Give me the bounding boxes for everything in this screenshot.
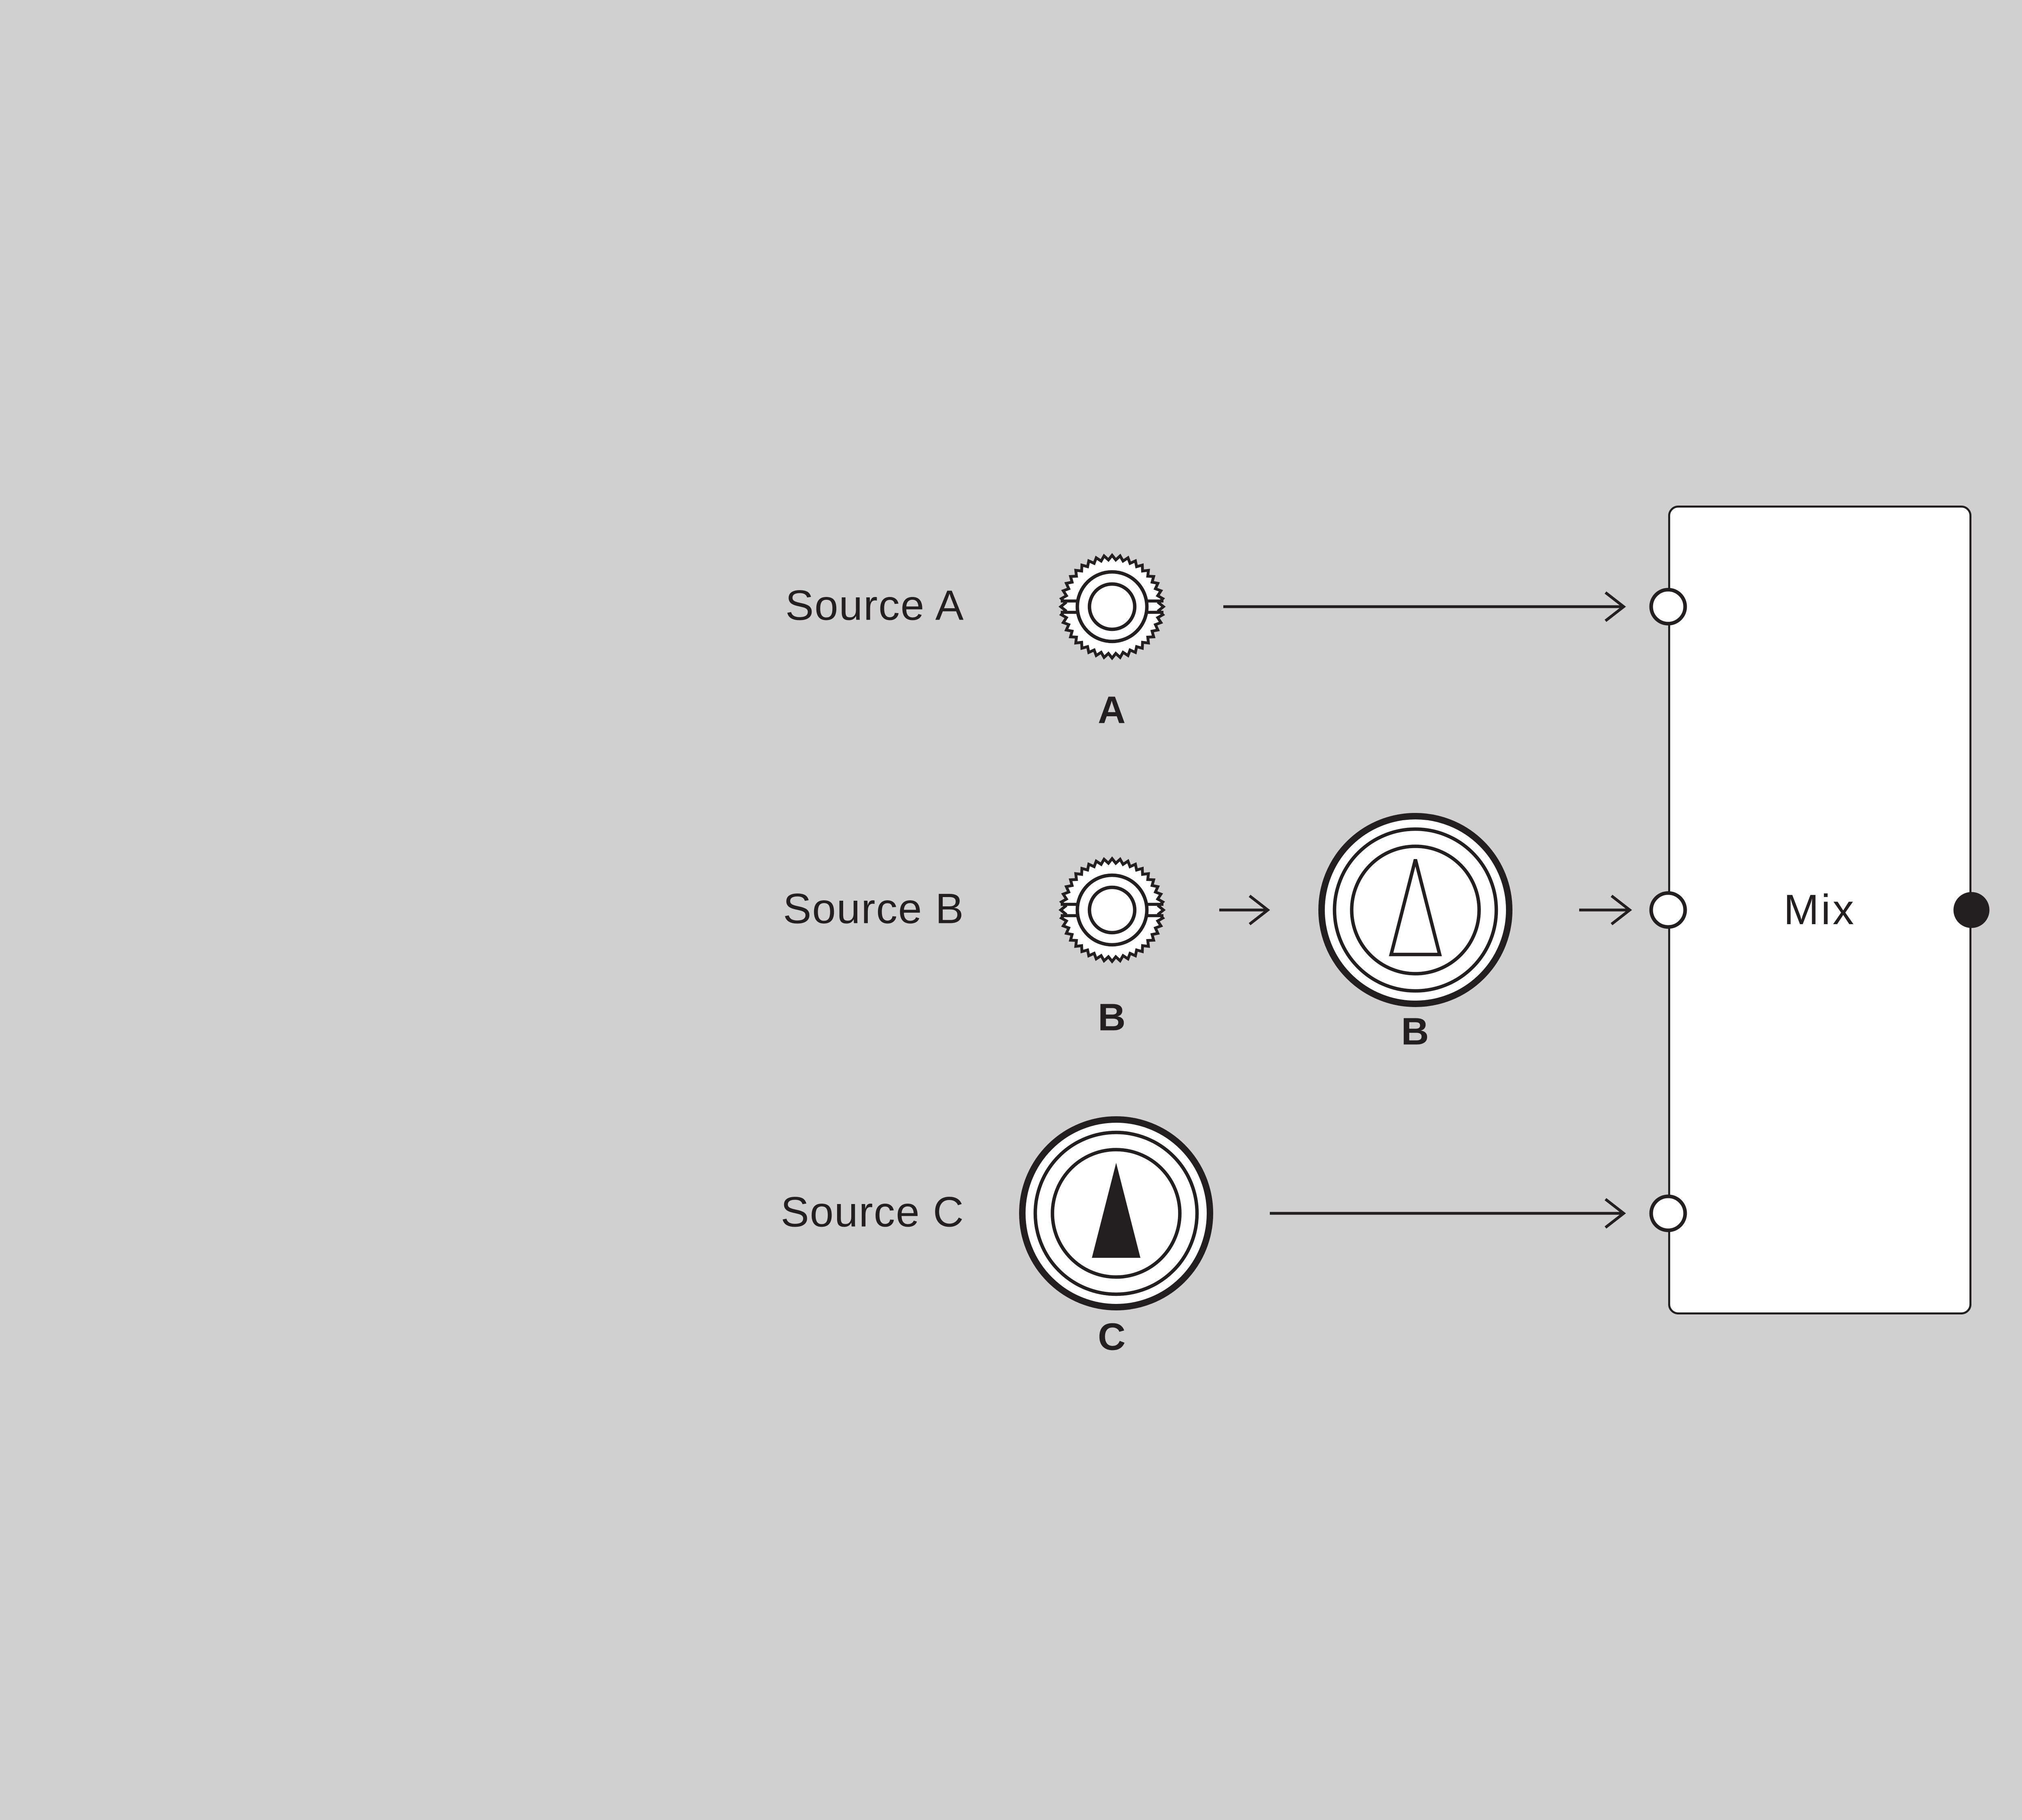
arrow-jack-b-to-knob-b-icon — [1219, 895, 1270, 925]
mix-module-title: Mix — [1783, 887, 1856, 933]
arrow-source-a-to-mix-icon — [1223, 591, 1626, 622]
source-a-jack-icon — [1058, 553, 1166, 660]
arrow-mix-to-output-icon — [2020, 888, 2022, 932]
source-b-label: Source B — [783, 887, 964, 933]
knob-c-icon — [1019, 1116, 1214, 1311]
source-b-jack-icon — [1058, 856, 1166, 964]
mix-input-port-c — [1649, 1194, 1687, 1232]
arrow-knob-b-to-mix-icon — [1579, 895, 1632, 925]
mix-input-port-b — [1649, 891, 1687, 929]
arrow-source-c-to-mix-icon — [1270, 1198, 1626, 1229]
knob-c-label: C — [1098, 1317, 1127, 1360]
jack-a-label: A — [1098, 690, 1127, 733]
mix-output-port — [1953, 892, 1990, 928]
mix-input-port-a — [1649, 588, 1687, 626]
knob-b-icon — [1318, 813, 1513, 1007]
mix-module-box: Mix — [1668, 506, 1971, 1314]
jack-b-label: B — [1098, 998, 1127, 1041]
source-c-label: Source C — [780, 1190, 964, 1237]
source-a-label: Source A — [785, 583, 964, 630]
knob-b-label: B — [1401, 1012, 1430, 1055]
